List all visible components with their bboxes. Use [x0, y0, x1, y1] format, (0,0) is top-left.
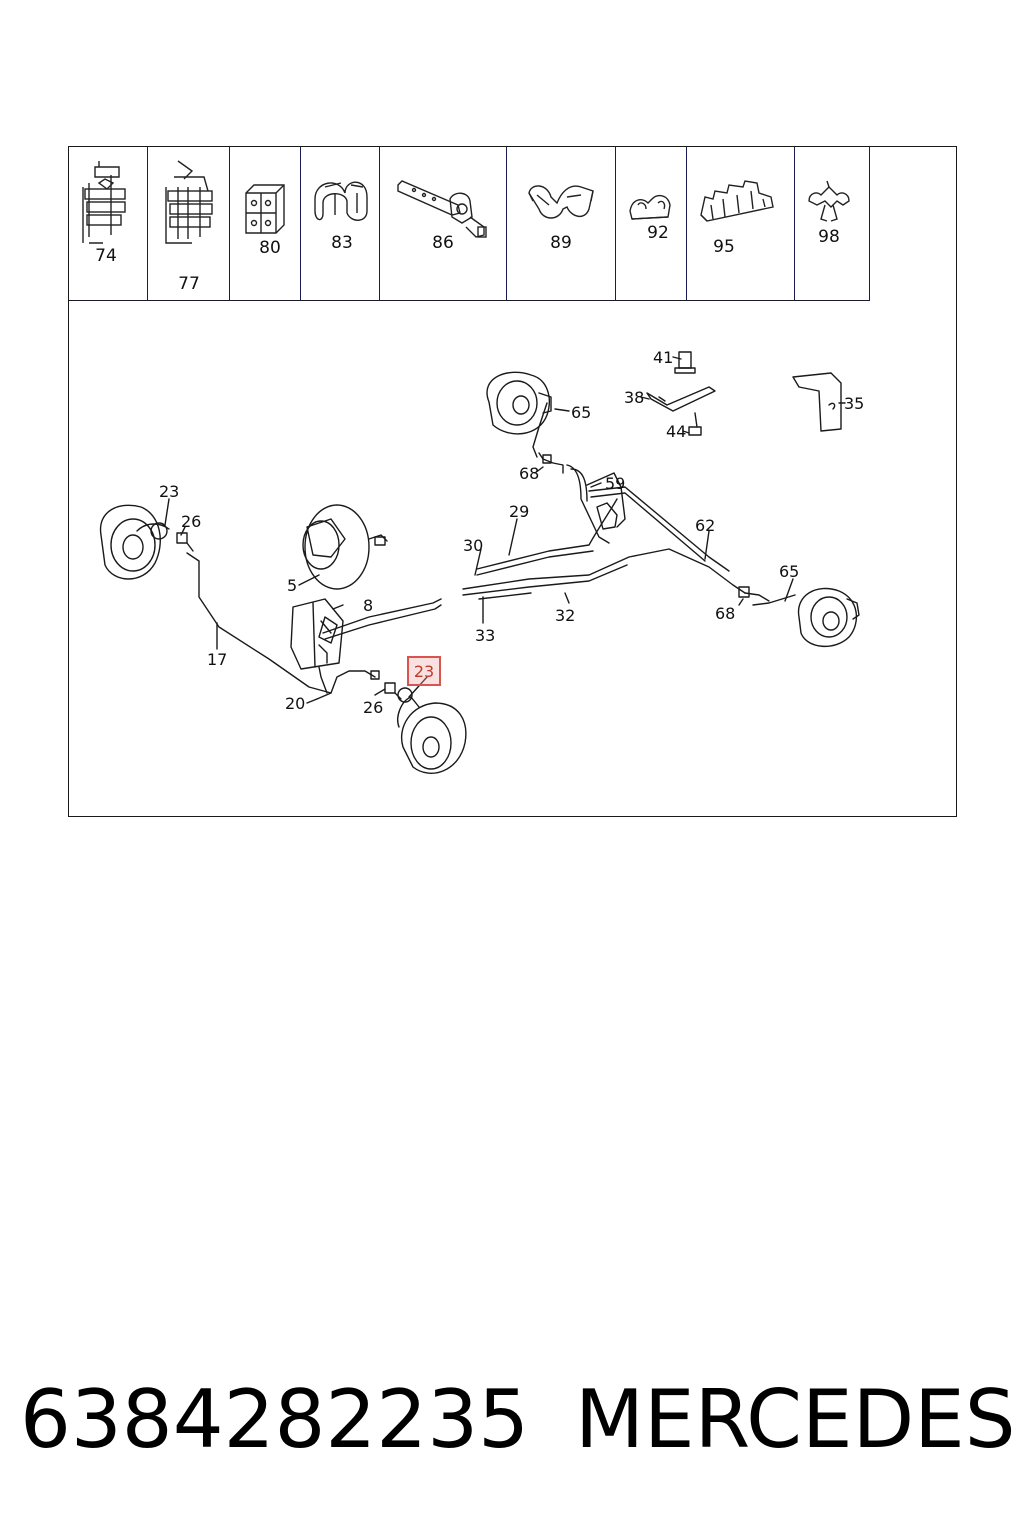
- thumb-label: 83: [331, 233, 353, 253]
- thumb-label: 95: [713, 237, 735, 257]
- thumbnail-part-95[interactable]: 95: [687, 147, 795, 300]
- brake-booster: [302, 504, 388, 590]
- callout-38: 38: [624, 388, 644, 407]
- thumbnail-part-80[interactable]: 80: [230, 147, 301, 300]
- part-35-bracket: [792, 372, 842, 432]
- brake-disc-front-left: [99, 504, 170, 580]
- callout-65-upper: 65: [571, 403, 591, 422]
- callout-29: 29: [509, 502, 529, 521]
- thumb-label: 77: [178, 274, 200, 294]
- thumb-label: 92: [647, 223, 669, 243]
- callout-30: 30: [463, 536, 483, 555]
- footer-caption: 6384282235 MERCEDES: [20, 1365, 1016, 1475]
- callout-32: 32: [555, 606, 575, 625]
- diagram-frame: 74 77: [68, 146, 957, 817]
- callout-5: 5: [287, 576, 297, 595]
- thumbnail-part-98[interactable]: 98: [795, 147, 870, 300]
- part-38-bracket: [646, 386, 716, 412]
- thumb-label: 74: [95, 246, 117, 266]
- highlighted-callout-label: 23: [413, 662, 435, 681]
- brake-disc-upper: [486, 371, 552, 458]
- thumbnail-part-92[interactable]: 92: [616, 147, 687, 300]
- callout-17: 17: [207, 650, 227, 669]
- callout-20: 20: [285, 694, 305, 713]
- callout-35: 35: [844, 394, 864, 413]
- callout-23-upper: 23: [159, 482, 179, 501]
- parts-thumbnail-row: 74 77: [69, 147, 870, 301]
- callout-59: 59: [605, 474, 625, 493]
- thumbnail-part-77[interactable]: 77: [148, 147, 230, 300]
- highlighted-callout-23[interactable]: 23: [407, 656, 441, 686]
- callout-33: 33: [475, 626, 495, 645]
- part-number: 6384282235: [20, 1373, 529, 1466]
- part-41-sleeve: [674, 351, 696, 374]
- brake-disc-front-right: [397, 687, 467, 774]
- thumbnail-part-86[interactable]: 86: [380, 147, 507, 300]
- thumbnail-part-83[interactable]: 83: [301, 147, 380, 300]
- thumbnail-part-89[interactable]: 89: [507, 147, 616, 300]
- callout-65-lower: 65: [779, 562, 799, 581]
- callout-44: 44: [666, 422, 686, 441]
- abs-unit: [290, 598, 344, 670]
- callout-26-upper: 26: [181, 512, 201, 531]
- brand-name: MERCEDES: [575, 1373, 1016, 1466]
- thumb-label: 98: [818, 227, 840, 247]
- thumb-label: 89: [550, 233, 572, 253]
- callout-68-upper: 68: [519, 464, 539, 483]
- thumb-label: 86: [432, 233, 454, 253]
- brake-disc-lower-right: [797, 587, 860, 648]
- brake-line-diagram: 41 38 44 35 65 68 59 29 62 30 65 68 32 3…: [99, 348, 864, 774]
- callout-26-lower: 26: [363, 698, 383, 717]
- callout-68-lower: 68: [715, 604, 735, 623]
- callout-8: 8: [363, 596, 373, 615]
- callout-62: 62: [695, 516, 715, 535]
- thumbnail-part-74[interactable]: 74: [69, 147, 148, 300]
- thumb-label: 80: [259, 238, 281, 258]
- callout-labels: 41 38 44 35 65 68 59 29 62 30 65 68 32 3…: [159, 348, 864, 717]
- part-44-bolt: [688, 412, 702, 436]
- callout-41: 41: [653, 348, 673, 367]
